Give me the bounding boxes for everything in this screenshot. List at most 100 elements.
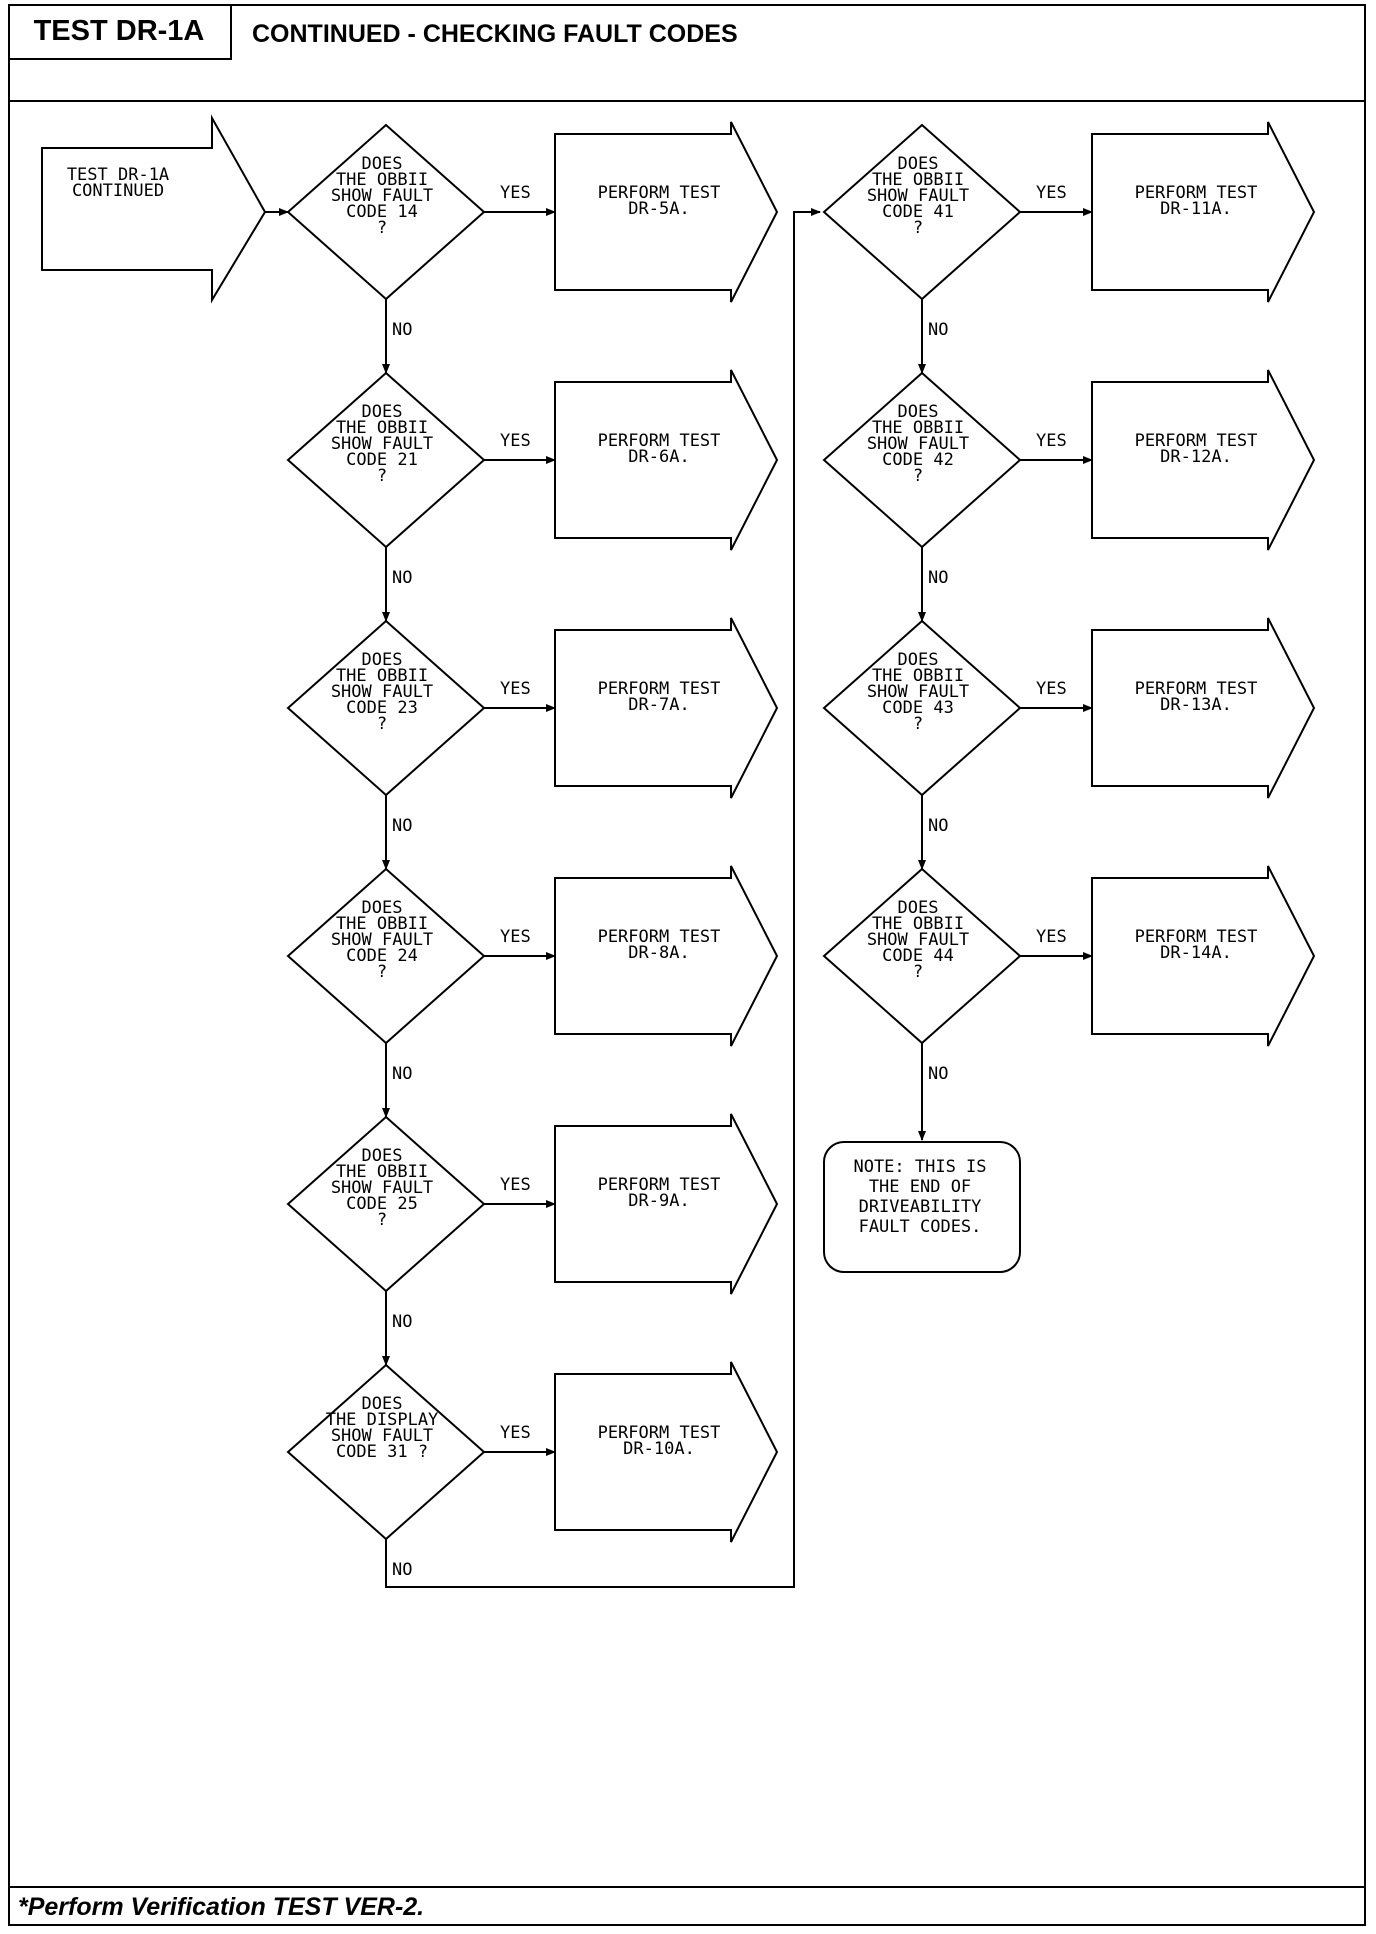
yes-label: YES — [500, 1175, 531, 1195]
decision-label: SHOW FAULT — [331, 1426, 433, 1446]
decision-label: DOES — [898, 154, 939, 174]
action-label: DR-10A. — [623, 1439, 695, 1459]
decision-label: ? — [377, 714, 387, 734]
action-arrow — [1091, 617, 1316, 799]
start-arrow — [41, 114, 267, 304]
verification-note: *Perform Verification TEST VER-2. — [18, 1893, 425, 1921]
decision-diamond — [286, 867, 486, 1045]
decision-label: THE OBBII — [336, 418, 428, 438]
decision-label: THE OBBII — [872, 418, 964, 438]
decision-diamond — [286, 371, 486, 549]
decision-label: SHOW FAULT — [331, 434, 433, 454]
no-label: NO — [392, 568, 412, 588]
decision-label: DOES — [898, 650, 939, 670]
yes-label: YES — [500, 679, 531, 699]
action-label: DR-9A. — [628, 1191, 689, 1211]
decision-label: ? — [377, 466, 387, 486]
decision-label: CODE 44 — [882, 946, 954, 966]
decision-label: DOES — [362, 402, 403, 422]
decision-label: ? — [913, 962, 923, 982]
header-divider — [8, 100, 1364, 102]
no-label: NO — [392, 1064, 412, 1084]
action-arrow — [1091, 369, 1316, 551]
end-note-label: DRIVEABILITY — [859, 1197, 982, 1217]
decision-diamond — [822, 123, 1022, 301]
action-arrow — [554, 1361, 779, 1543]
decision-label: THE OBBII — [336, 170, 428, 190]
decision-label: CODE 41 — [882, 202, 954, 222]
test-id-tab: TEST DR-1A — [8, 4, 232, 60]
yes-label: YES — [1036, 183, 1067, 203]
decision-diamond — [286, 619, 486, 797]
action-label: PERFORM TEST — [598, 183, 721, 203]
action-label: DR-12A. — [1160, 447, 1232, 467]
decision-label: DOES — [362, 1394, 403, 1414]
decision-label: THE OBBII — [872, 170, 964, 190]
decision-label: THE OBBII — [872, 914, 964, 934]
decision-label: CODE 14 — [346, 202, 418, 222]
action-label: DR-13A. — [1160, 695, 1232, 715]
yes-label: YES — [500, 1423, 531, 1443]
action-label: PERFORM TEST — [1135, 679, 1258, 699]
action-label: PERFORM TEST — [598, 1423, 721, 1443]
action-label: DR-5A. — [628, 199, 689, 219]
action-label: DR-11A. — [1160, 199, 1232, 219]
decision-label: CODE 25 — [346, 1194, 418, 1214]
decision-label: CODE 42 — [882, 450, 954, 470]
action-label: PERFORM TEST — [1135, 927, 1258, 947]
action-arrow — [1091, 121, 1316, 303]
action-label: DR-14A. — [1160, 943, 1232, 963]
decision-label: DOES — [362, 898, 403, 918]
action-label: DR-7A. — [628, 695, 689, 715]
end-note-label: FAULT CODES. — [859, 1217, 982, 1237]
decision-label: ? — [913, 466, 923, 486]
action-arrow — [554, 617, 779, 799]
action-label: PERFORM TEST — [598, 1175, 721, 1195]
decision-label: DOES — [362, 650, 403, 670]
decision-label: DOES — [898, 402, 939, 422]
decision-label: ? — [913, 218, 923, 238]
no-label: NO — [928, 1064, 948, 1084]
yes-label: YES — [1036, 927, 1067, 947]
footer-divider — [8, 1886, 1364, 1888]
decision-label: CODE 24 — [346, 946, 418, 966]
decision-label: ? — [377, 1210, 387, 1230]
action-label: PERFORM TEST — [1135, 183, 1258, 203]
decision-diamond — [286, 1115, 486, 1293]
decision-diamond — [822, 619, 1022, 797]
no-label: NO — [392, 320, 412, 340]
decision-label: THE DISPLAY — [326, 1410, 439, 1430]
yes-label: YES — [1036, 431, 1067, 451]
end-note-label: NOTE: THIS IS — [853, 1157, 986, 1177]
start-label: CONTINUED — [72, 181, 164, 201]
action-label: PERFORM TEST — [1135, 431, 1258, 451]
decision-label: ? — [377, 218, 387, 238]
no-label: NO — [392, 1560, 412, 1580]
yes-label: YES — [500, 431, 531, 451]
decision-label: SHOW FAULT — [331, 930, 433, 950]
decision-label: CODE 23 — [346, 698, 418, 718]
no-label: NO — [928, 816, 948, 836]
action-label: DR-8A. — [628, 943, 689, 963]
decision-label: CODE 43 — [882, 698, 954, 718]
decision-label: THE OBBII — [336, 1162, 428, 1182]
decision-label: ? — [377, 962, 387, 982]
action-label: PERFORM TEST — [598, 679, 721, 699]
page-title: CONTINUED - CHECKING FAULT CODES — [252, 20, 738, 48]
decision-label: SHOW FAULT — [867, 434, 969, 454]
yes-label: YES — [500, 927, 531, 947]
action-arrow — [554, 121, 779, 303]
decision-label: CODE 21 — [346, 450, 418, 470]
yes-label: YES — [1036, 679, 1067, 699]
start-label: TEST DR-1A — [67, 165, 169, 185]
decision-label: SHOW FAULT — [867, 682, 969, 702]
action-arrow — [1091, 865, 1316, 1047]
decision-label: DOES — [898, 898, 939, 918]
decision-label: THE OBBII — [336, 666, 428, 686]
decision-label: THE OBBII — [336, 914, 428, 934]
action-label: PERFORM TEST — [598, 927, 721, 947]
end-note-label: THE END OF — [869, 1177, 971, 1197]
decision-label: DOES — [362, 1146, 403, 1166]
